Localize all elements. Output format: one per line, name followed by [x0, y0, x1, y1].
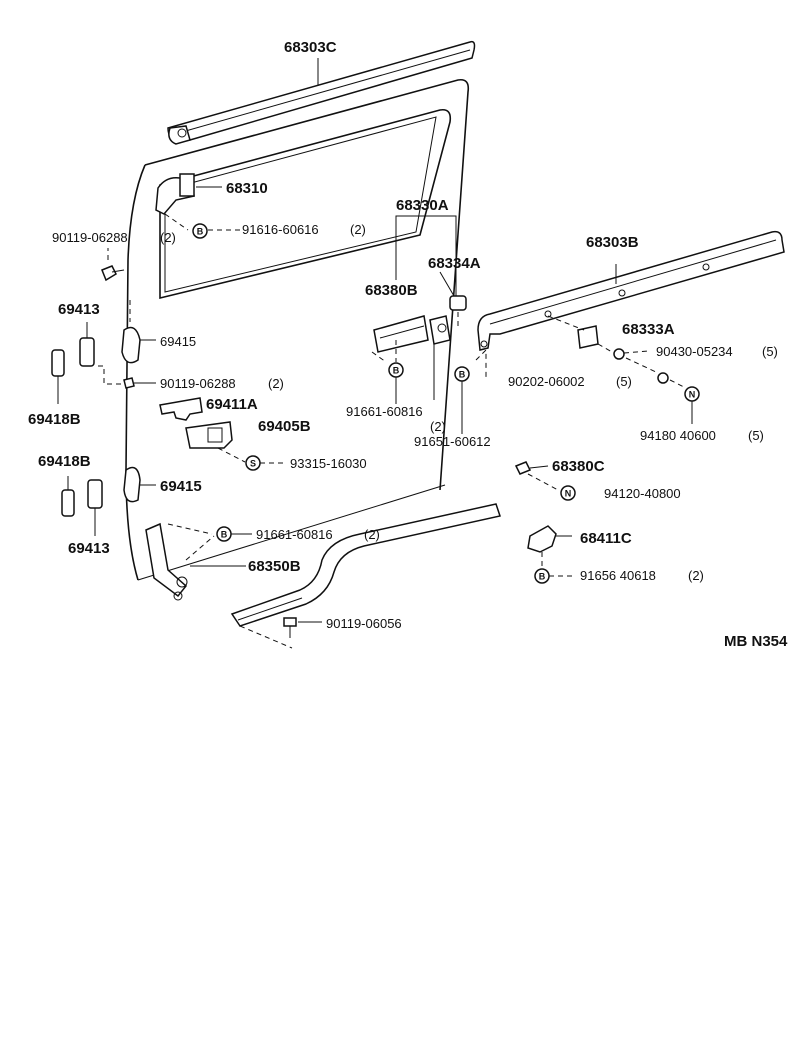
qty-90430-05234: (5): [762, 344, 778, 359]
svg-text:N: N: [689, 390, 696, 400]
bolt-symbol-2: B: [388, 362, 404, 404]
washer-symbol-2: [657, 372, 669, 384]
part-labels: 68303C 68310 90119-06288 (2) 91616-60616…: [28, 39, 788, 650]
screw-symbol: S: [245, 455, 286, 471]
label-68333a: 68333A: [622, 321, 675, 338]
svg-text:B: B: [221, 530, 228, 540]
label-69418b-lower: 69418B: [38, 453, 91, 470]
qty-91616-60616: (2): [350, 222, 366, 237]
label-68303b: 68303B: [586, 234, 639, 251]
label-68380c: 68380C: [552, 458, 605, 475]
label-91651-60612: 91651-60612: [414, 434, 491, 449]
label-91661-60816-lower: 91661-60816: [256, 527, 333, 542]
label-90430-05234: 90430-05234: [656, 344, 733, 359]
nut-symbol-1: N: [684, 386, 700, 424]
label-68350b: 68350B: [248, 558, 301, 575]
label-68380b: 68380B: [365, 282, 418, 299]
label-68334a: 68334A: [428, 255, 481, 272]
svg-text:B: B: [393, 366, 400, 376]
label-69418b-top: 69418B: [28, 411, 81, 428]
svg-text:B: B: [539, 572, 546, 582]
lower-right-hardware: [514, 461, 572, 568]
qty-94180-40600: (5): [748, 428, 764, 443]
label-69413-top: 69413: [58, 301, 100, 318]
qty-91661-60816-center: (2): [430, 419, 446, 434]
label-68310: 68310: [226, 180, 268, 197]
svg-text:B: B: [459, 370, 466, 380]
label-91661-60816-center: 91661-60816: [346, 404, 423, 419]
left-hardware: [51, 248, 246, 536]
label-91656-40618: 91656 40618: [580, 568, 656, 583]
label-69411a: 69411A: [206, 396, 258, 413]
svg-text:N: N: [565, 489, 572, 499]
label-69415-top: 69415: [160, 334, 196, 349]
label-68330a: 68330A: [396, 197, 449, 214]
label-94120-40800: 94120-40800: [604, 486, 681, 501]
svg-text:B: B: [197, 227, 204, 237]
lower-rail: [145, 503, 501, 649]
label-68303c: 68303C: [284, 39, 337, 56]
diagram-code: MB N354: [724, 633, 788, 650]
label-69405b: 69405B: [258, 418, 311, 435]
label-68411c: 68411C: [580, 530, 632, 547]
label-90119-06288-top: 90119-06288: [52, 230, 128, 245]
label-69413-lower: 69413: [68, 540, 110, 557]
label-69415-lower: 69415: [160, 478, 202, 495]
label-90119-06056: 90119-06056: [326, 616, 402, 631]
bolt-symbol-1: B: [192, 223, 240, 239]
side-rail-68303b: [477, 230, 785, 389]
nut-symbol-2: N: [560, 485, 576, 501]
center-channel: [371, 215, 487, 400]
qty-91661-60816-lower: (2): [364, 527, 380, 542]
bolt-symbol-5: B: [534, 568, 576, 584]
label-93315-16030: 93315-16030: [290, 456, 367, 471]
svg-text:S: S: [250, 459, 256, 469]
qty-90119-06288-top: (2): [160, 230, 176, 245]
label-94180-40600: 94180 40600: [640, 428, 716, 443]
label-91616-60616: 91616-60616: [242, 222, 319, 237]
bolt-symbol-4: B: [216, 526, 252, 542]
hinge-68310: [155, 173, 222, 231]
label-90119-06288-mid: 90119-06288: [160, 376, 236, 391]
door-frame: [125, 78, 470, 581]
qty-90119-06288-mid: (2): [268, 376, 284, 391]
bolt-symbol-3: B: [454, 366, 470, 434]
washer-symbol-1: [613, 348, 649, 360]
upper-rail-68303c: [167, 40, 476, 145]
label-90202-06002: 90202-06002: [508, 374, 585, 389]
qty-90202-06002: (5): [616, 374, 632, 389]
qty-91656-40618: (2): [688, 568, 704, 583]
